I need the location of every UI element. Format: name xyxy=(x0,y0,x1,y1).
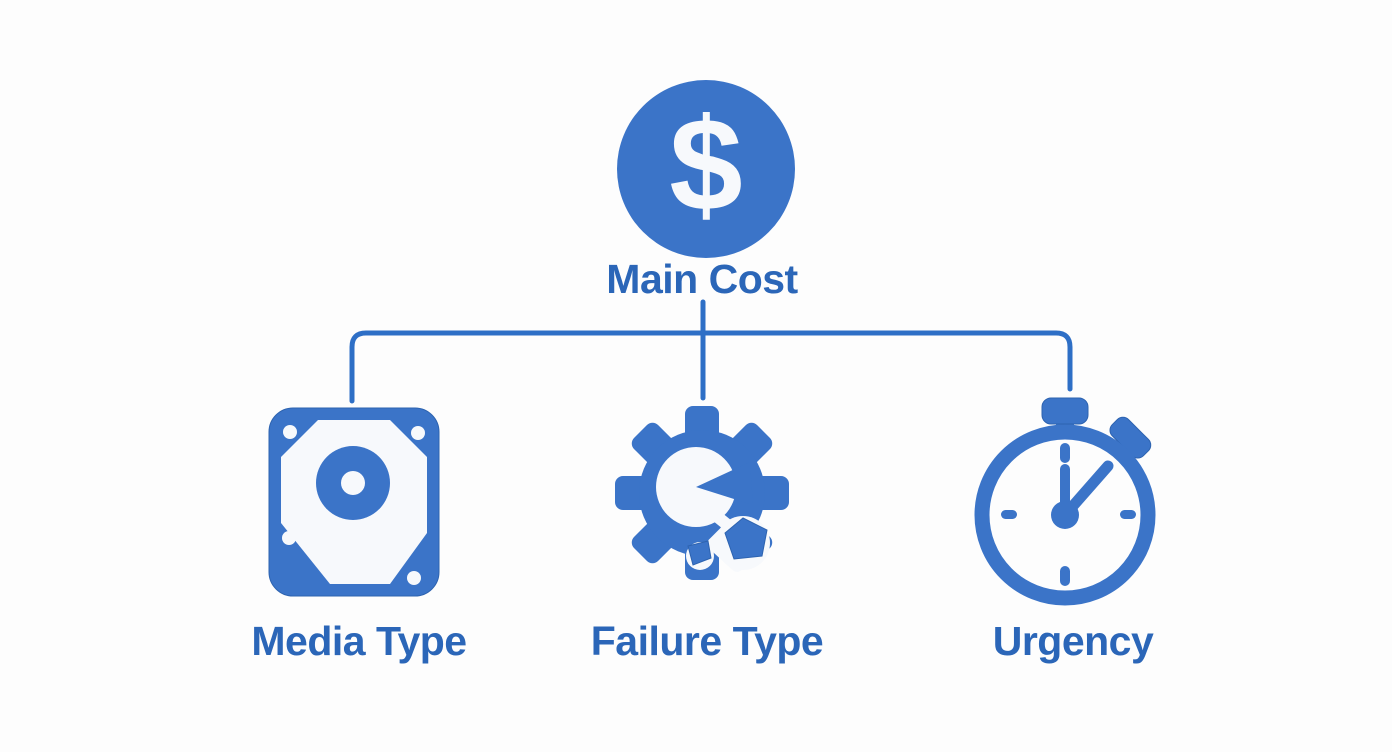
dollar-symbol: $ xyxy=(669,91,743,238)
node-label-failure-type: Failure Type xyxy=(590,618,824,664)
broken-gear-icon xyxy=(615,406,789,580)
node-label-media-type: Media Type xyxy=(251,618,467,664)
node-label-urgency: Urgency xyxy=(992,618,1154,664)
node-label-main-cost: Main Cost xyxy=(606,256,798,302)
hard-drive-icon xyxy=(268,407,440,597)
stopwatch-icon xyxy=(974,397,1156,606)
dollar-circle-icon: $ xyxy=(617,80,795,258)
